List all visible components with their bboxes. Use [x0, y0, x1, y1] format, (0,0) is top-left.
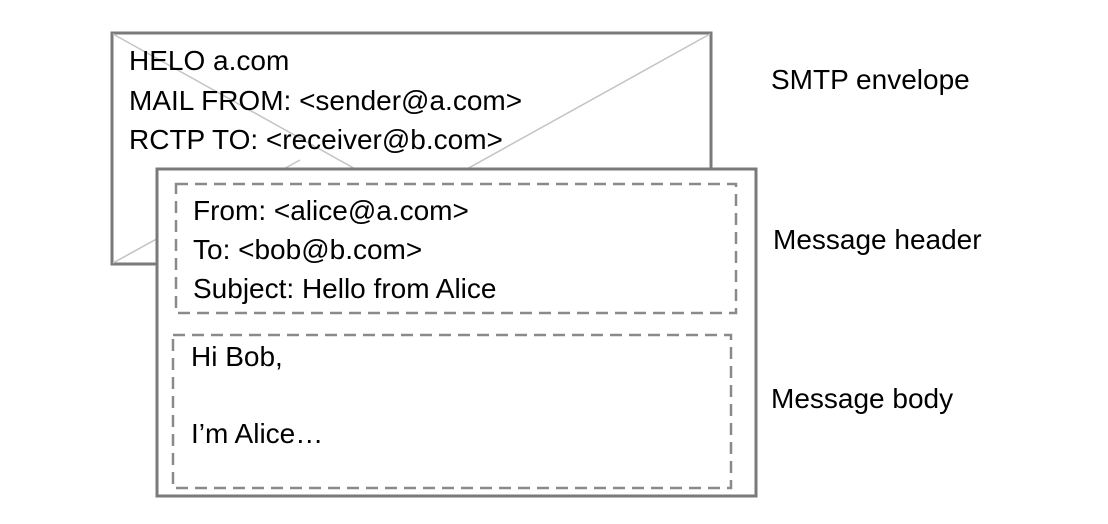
header-line-from: From: <alice@a.com>	[193, 195, 469, 226]
label-message-header: Message header	[773, 224, 982, 255]
header-box	[174, 182, 738, 315]
body-box	[171, 333, 733, 490]
header-line-subject: Subject: Hello from Alice	[193, 273, 497, 304]
letter-sheet	[155, 167, 758, 498]
envelope-line-rcpt-to: RCTP TO: <receiver@b.com>	[129, 124, 503, 155]
body-line-greeting: Hi Bob,	[191, 341, 283, 372]
label-message-body: Message body	[771, 383, 954, 414]
header-line-to: To: <bob@b.com>	[193, 234, 423, 265]
envelope-line-mail-from: MAIL FROM: <sender@a.com>	[129, 85, 523, 116]
label-smtp-envelope: SMTP envelope	[771, 64, 970, 95]
envelope-line-helo: HELO a.com	[129, 45, 290, 76]
body-line-intro: I’m Alice…	[191, 418, 324, 449]
